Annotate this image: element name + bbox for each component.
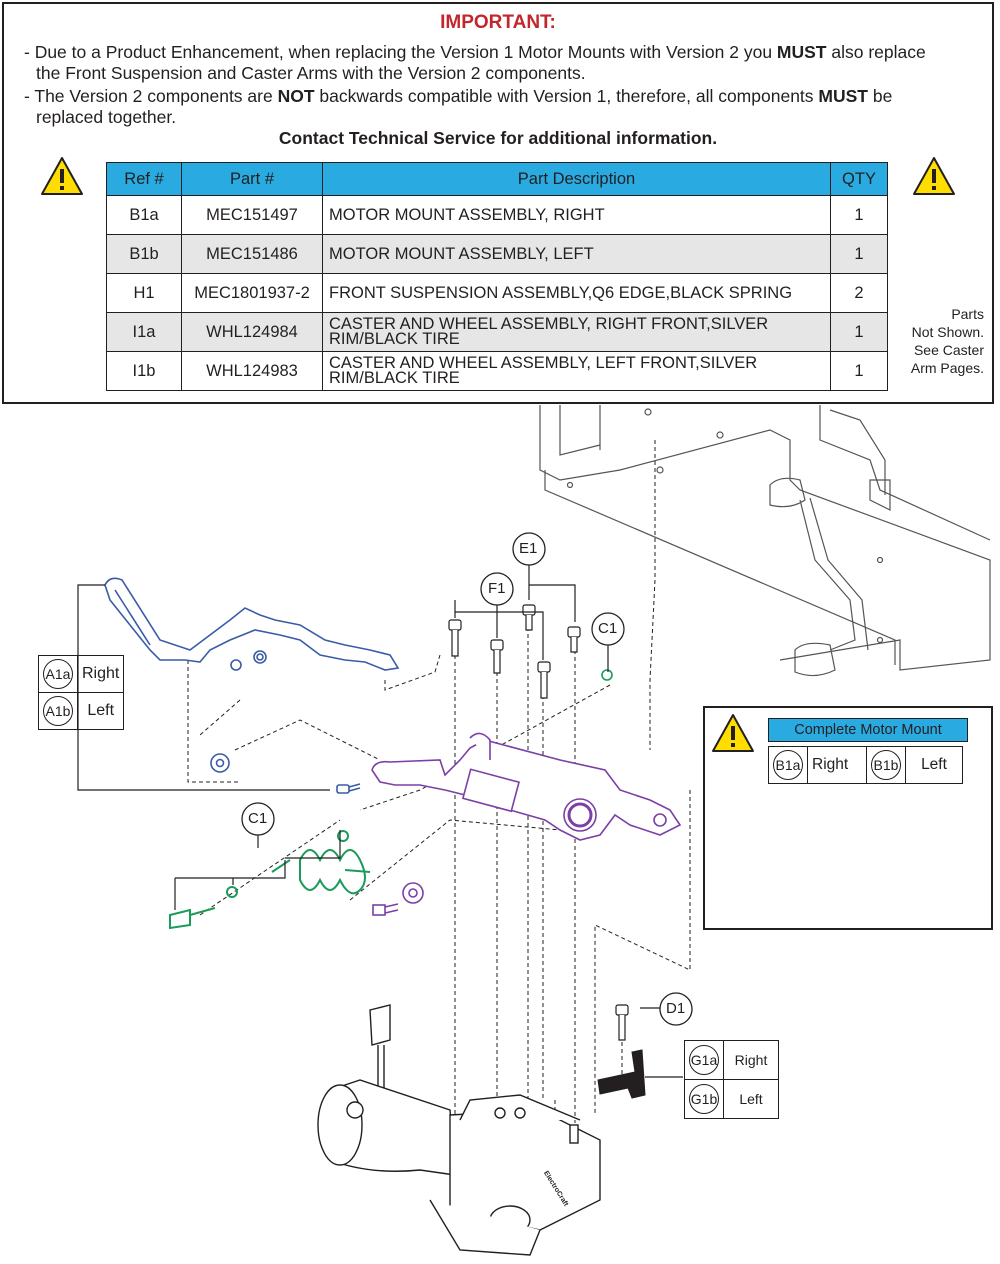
- motor: [317, 1004, 601, 1256]
- legend-g-label-a: Right: [723, 1040, 779, 1080]
- warning-triangle-icon: [41, 157, 83, 195]
- legend-a-ref-a: A1a: [38, 655, 78, 693]
- callout-circles: [241, 532, 693, 1026]
- legend-a-label-a: Right: [76, 655, 125, 693]
- callout-c1-top: C1: [598, 620, 618, 637]
- col-description: Part Description: [322, 162, 831, 196]
- table-row: H1 MEC1801937-2 FRONT SUSPENSION ASSEMBL…: [106, 273, 888, 313]
- warning-triangle-icon: [712, 714, 754, 752]
- callout-leaders: [77, 286, 904, 1078]
- complete-motor-mount-title: Complete Motor Mount: [768, 718, 968, 742]
- col-qty: QTY: [830, 162, 888, 196]
- table-row: I1b WHL124983 CASTER AND WHEEL ASSEMBLY,…: [106, 351, 888, 391]
- legend-a-label-b: Left: [76, 692, 125, 730]
- parts-table: Ref # Part # Part Description QTY B1a ME…: [106, 162, 888, 391]
- table-row: B1b MEC151486 MOTOR MOUNT ASSEMBLY, LEFT…: [106, 234, 888, 274]
- callout-d1: D1: [666, 1000, 686, 1017]
- legend-bracket: G1a Right G1b Left: [684, 1040, 779, 1119]
- notice-title: IMPORTANT:: [440, 12, 556, 33]
- contact-line: Contact Technical Service for additional…: [278, 128, 718, 148]
- col-part-number: Part #: [181, 162, 323, 196]
- complete-mount-legend: B1a Right B1b Left: [768, 746, 963, 784]
- complete-motor-mount-box: Complete Motor Mount B1a Right B1b Left: [703, 706, 993, 930]
- base-frame: [539, 405, 991, 677]
- legend-a-ref-b: A1b: [38, 692, 78, 730]
- callout-c1-spring: C1: [248, 810, 268, 827]
- legend-caster-arm: A1a Right A1b Left: [38, 655, 125, 730]
- table-row: B1a MEC151497 MOTOR MOUNT ASSEMBLY, RIGH…: [106, 195, 888, 235]
- screws: [448, 604, 629, 1041]
- caster-arm: [104, 577, 400, 794]
- important-notice: IMPORTANT: - Due to a Product Enhancemen…: [2, 2, 994, 404]
- legend-g-label-b: Left: [723, 1079, 779, 1119]
- notice-bullet-2: - The Version 2 components are NOT backw…: [24, 86, 893, 127]
- callout-f1: F1: [488, 580, 506, 597]
- table-row: I1a WHL124984 CASTER AND WHEEL ASSEMBLY,…: [106, 312, 888, 352]
- callout-e1: E1: [519, 540, 538, 557]
- complete-mount-label-a: Right: [807, 746, 867, 784]
- warning-triangle-icon: [913, 157, 955, 195]
- bracket: [597, 1049, 646, 1099]
- complete-mount-label-b: Left: [905, 746, 963, 784]
- col-ref: Ref #: [106, 162, 182, 196]
- motor-mount: [371, 669, 682, 916]
- parts-not-shown-note: Parts Not Shown. See Caster Arm Pages.: [910, 306, 984, 376]
- spring-assembly: [169, 830, 371, 930]
- notice-bullet-1: - Due to a Product Enhancement, when rep…: [24, 42, 926, 83]
